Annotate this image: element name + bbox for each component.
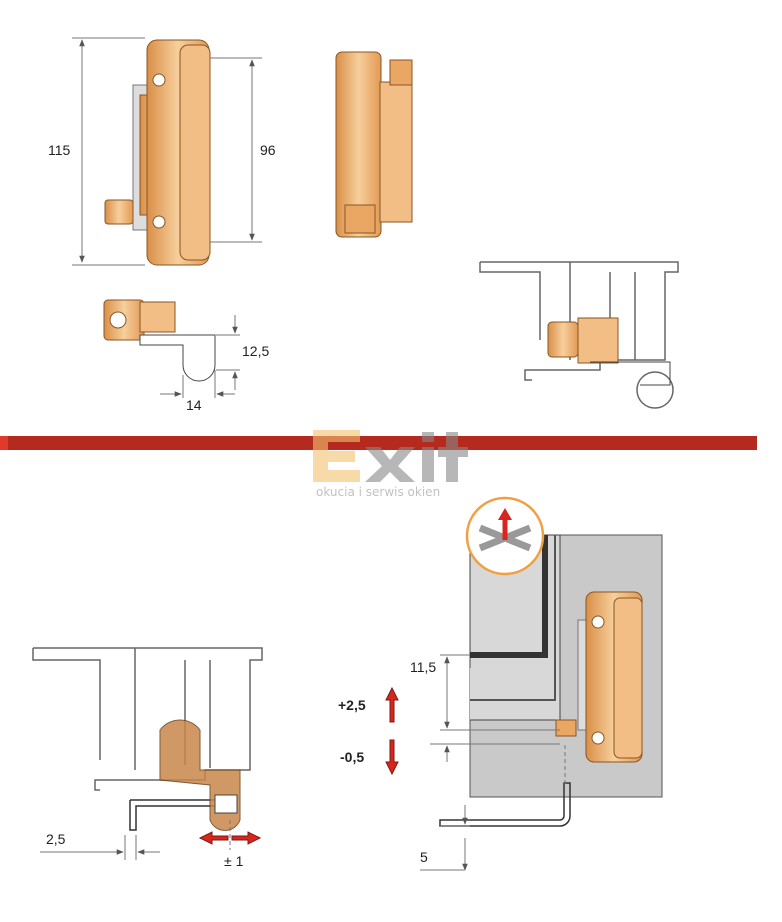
dim-96-label: 96	[260, 142, 276, 158]
divider-band	[0, 436, 757, 450]
hex-key	[439, 782, 571, 827]
logo-tagline: okucia i serwis okien	[316, 485, 440, 499]
dimension-115	[72, 37, 145, 266]
dim-115-label: 115	[48, 142, 71, 158]
hinge-side-view	[335, 51, 413, 238]
dimension-11-5	[420, 654, 566, 871]
lateral-adjust-arrows	[198, 831, 262, 845]
dim-12-5-label: 12,5	[242, 343, 269, 359]
hinge-in-profile-bottom	[159, 719, 241, 831]
adjust-direction-icon	[478, 508, 532, 552]
dim-14-label: 14	[186, 397, 202, 413]
dim-5-label: 5	[420, 849, 428, 865]
dim-11-5-label: 11,5	[410, 659, 436, 675]
hinge-top-view	[103, 299, 216, 382]
dim-minus-0-5-label: -0,5	[340, 749, 364, 765]
band-accent	[0, 436, 8, 450]
profile-section-top	[479, 261, 679, 409]
dimension-12-5	[160, 315, 240, 398]
dimension-2-5	[40, 820, 231, 860]
dim-2-5-label: 2,5	[46, 831, 66, 847]
exit-logo: okucia i serwis okien	[313, 430, 468, 499]
dim-plus-2-5-label: +2,5	[338, 697, 366, 713]
hinge-mounted-view	[555, 591, 643, 763]
hinge-in-profile-top	[547, 317, 671, 386]
hinge-front-view	[104, 39, 211, 266]
height-adjust-arrows	[385, 686, 399, 776]
dimension-96	[210, 57, 262, 243]
dim-lateral-label: ± 1	[224, 853, 244, 869]
